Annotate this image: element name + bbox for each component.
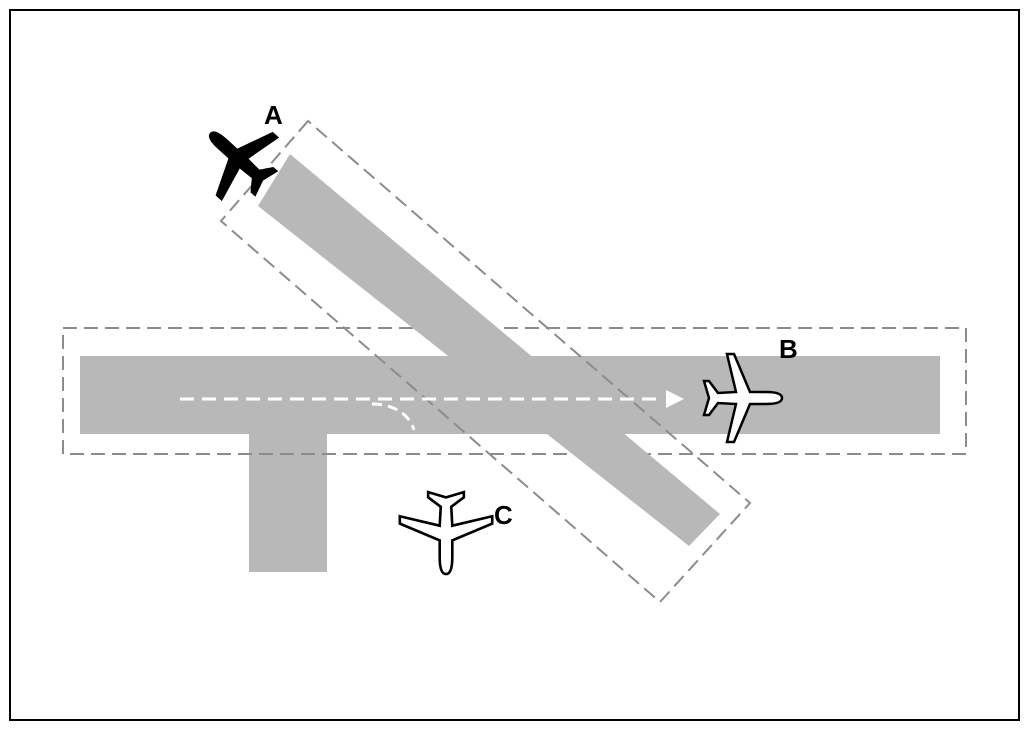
runway-diagonal-safety-area	[219, 119, 752, 604]
aircraft-a: A	[181, 100, 295, 216]
aircraft-b: B	[702, 334, 798, 444]
aircraft-c: C	[398, 490, 513, 576]
path-arrowhead	[666, 390, 684, 408]
aircraft-label: C	[494, 500, 513, 530]
taxiway	[249, 433, 327, 572]
runway-horizontal-safety-area	[62, 327, 967, 455]
aircraft-label: B	[779, 334, 798, 364]
turn-path-line	[371, 402, 416, 431]
aircraft-label: A	[264, 100, 283, 130]
runway-diagonal	[258, 154, 720, 546]
